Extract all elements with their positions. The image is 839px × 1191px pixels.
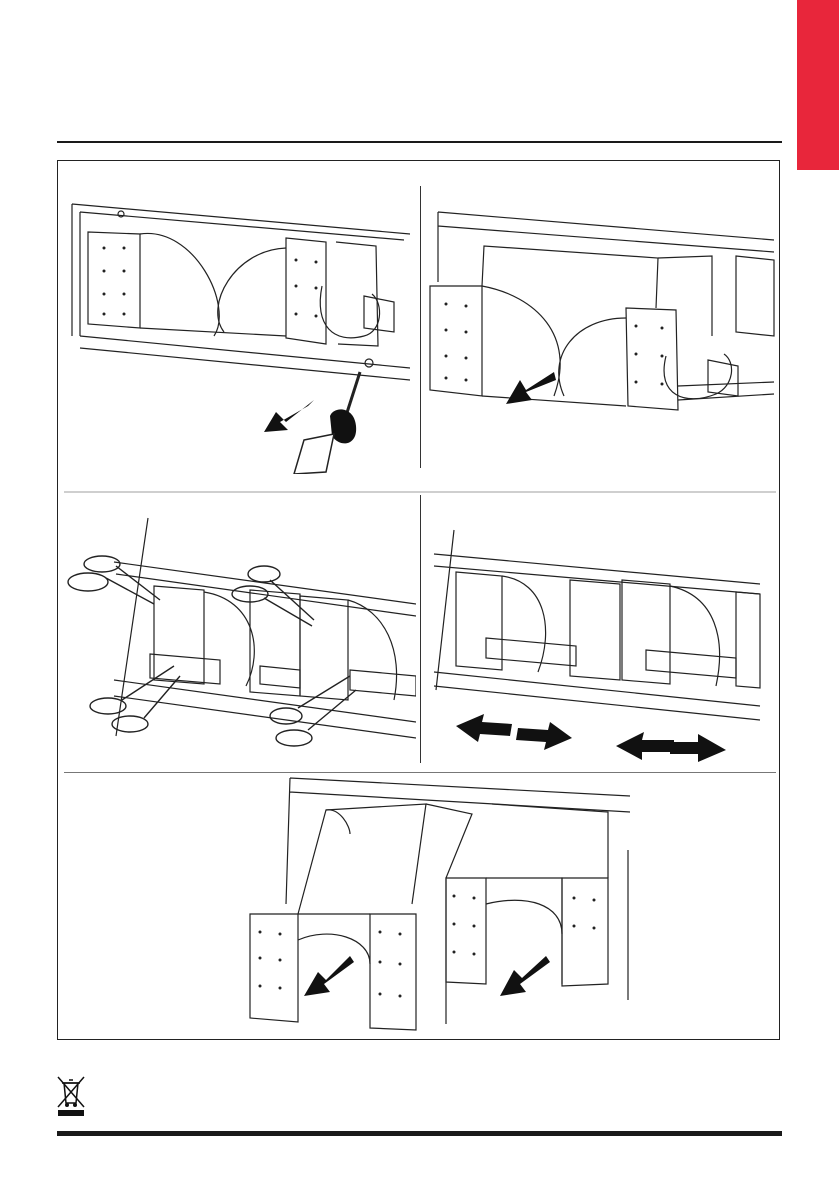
row-divider-2 [64, 772, 776, 773]
step-3-illustration [64, 500, 416, 766]
header-rule [57, 141, 782, 143]
scissors-icon [68, 556, 160, 604]
row-divider-1 [64, 491, 776, 493]
column-divider-2 [420, 495, 421, 763]
step-4-illustration [426, 500, 776, 768]
step-1-illustration [64, 186, 416, 474]
step-2-illustration [426, 186, 776, 476]
arrow-icon [264, 400, 314, 432]
section-tab [797, 0, 839, 170]
step-5-illustration [240, 774, 640, 1036]
weee-crossed-bin-icon [56, 1075, 86, 1117]
arrow-icon [304, 956, 354, 996]
arrow-icon [506, 372, 556, 404]
footer-rule [57, 1131, 782, 1136]
screwdriver-icon [294, 372, 360, 474]
double-arrow-icon [456, 714, 572, 750]
column-divider-1 [420, 186, 421, 468]
arrow-icon [500, 956, 550, 996]
double-arrow-icon [616, 732, 726, 762]
